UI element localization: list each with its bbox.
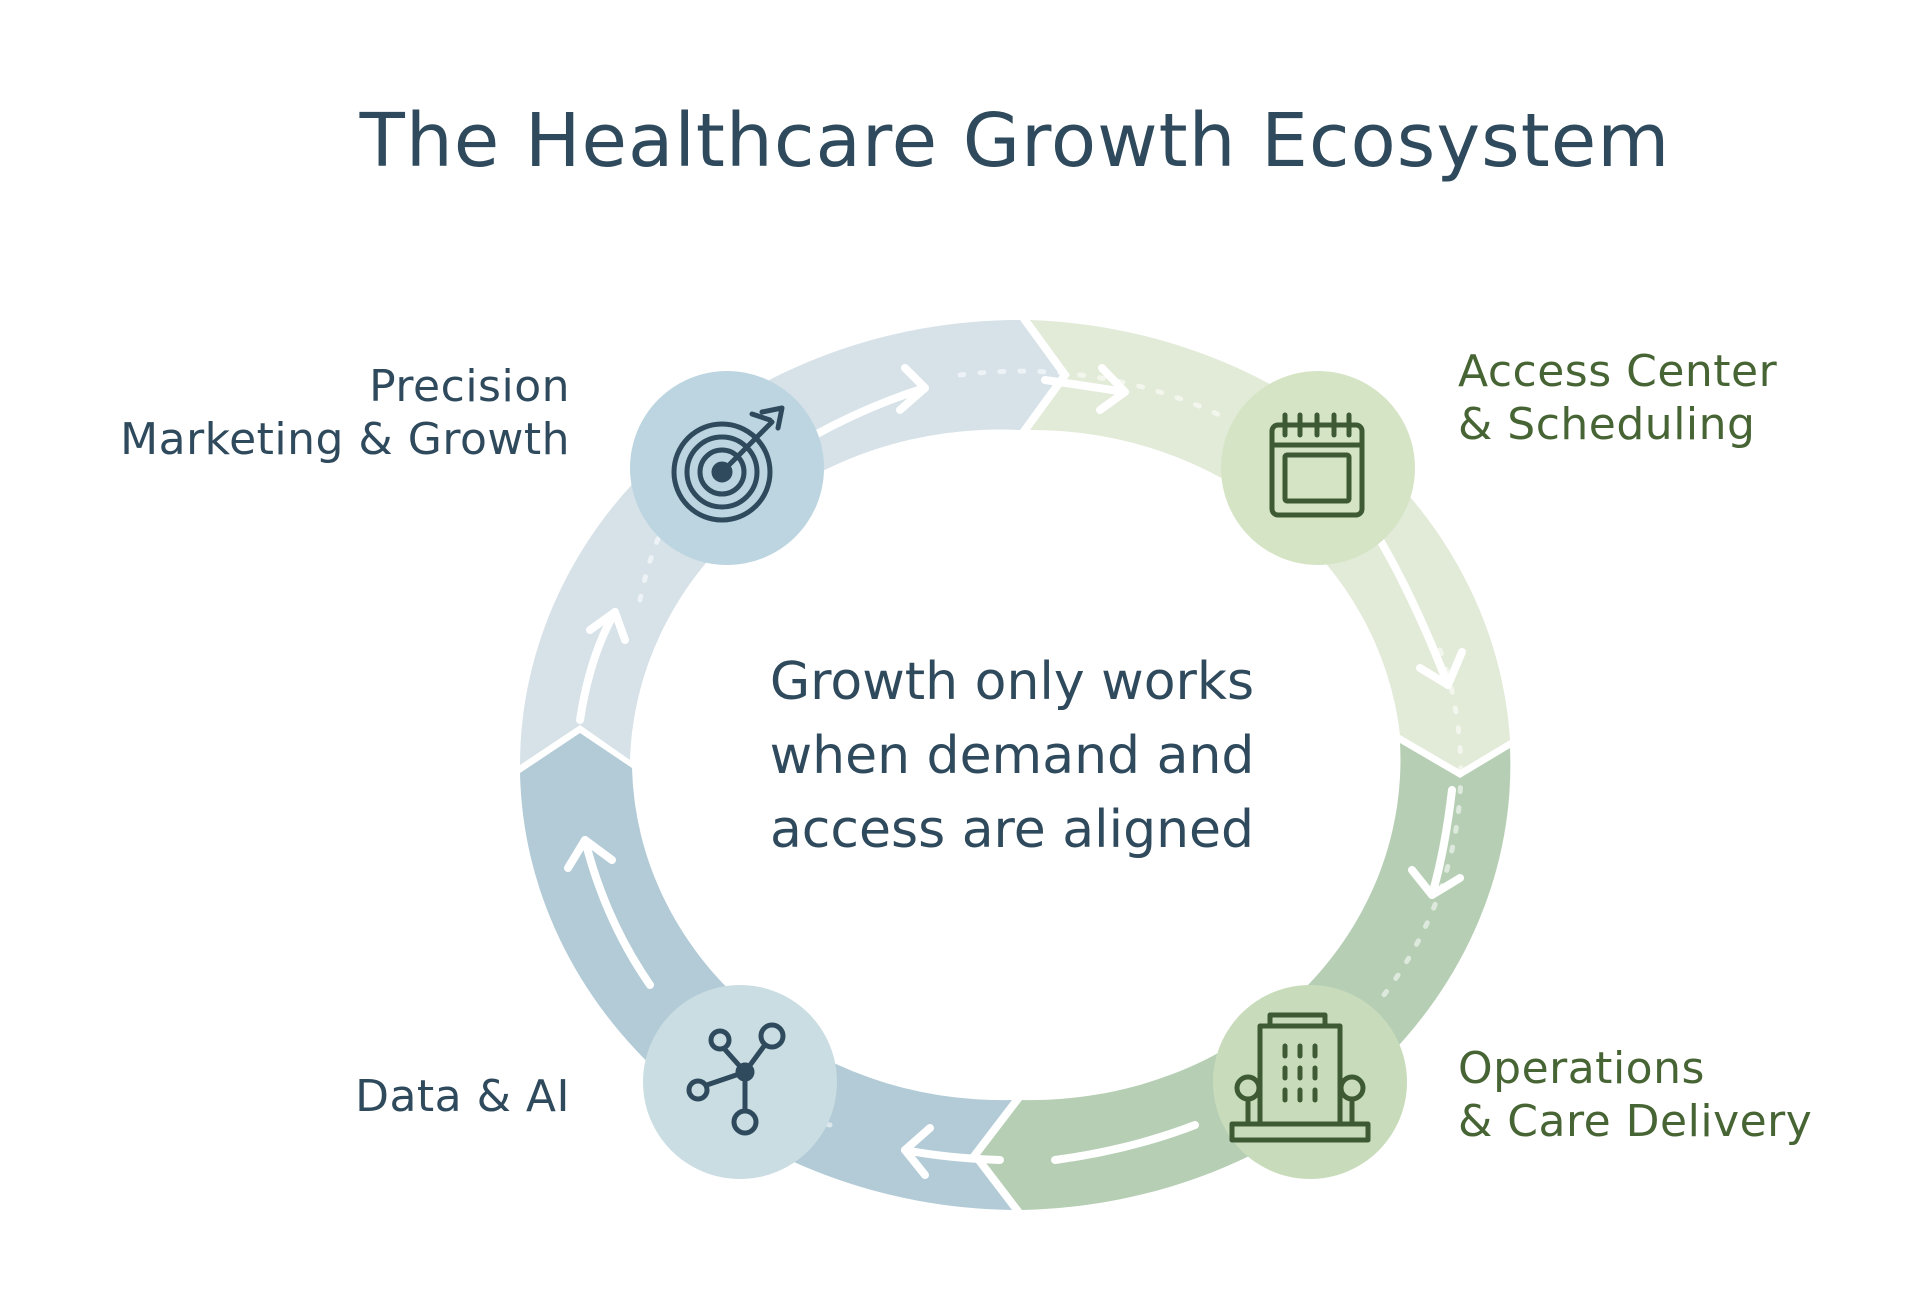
flow-arrow-left-upper	[576, 608, 619, 724]
flow-arrow-left-lower	[581, 836, 654, 989]
diagram-title: The Healthcare Growth Ecosystem	[359, 98, 1671, 184]
label-access-center: Access Center & Scheduling	[1458, 346, 1778, 450]
target-icon	[671, 405, 785, 523]
building-icon	[1229, 1012, 1371, 1143]
ring-segment-top-left	[520, 320, 1060, 765]
flow-arrow-right-upper	[1376, 536, 1452, 689]
ring-segment-bottom-left	[520, 733, 1012, 1210]
flow-arrow-top-right	[1041, 376, 1129, 396]
label-operations: Operations & Care Delivery	[1458, 1043, 1813, 1147]
label-precision-marketing: Precision Marketing & Growth	[120, 361, 570, 465]
flow-arrow-bottom-left	[901, 1146, 1004, 1164]
calendar-icon	[1269, 412, 1365, 518]
flow-arrow-bottom	[1051, 1121, 1199, 1164]
flow-arrow-right-lower	[1428, 786, 1456, 899]
ring-segment-bottom-right	[980, 743, 1511, 1210]
node-circle-access-center	[1221, 371, 1415, 565]
center-message: Growth only works when demand and access…	[769, 652, 1255, 860]
node-circle-data-ai	[643, 985, 837, 1179]
ring-segment-top-right	[1030, 320, 1510, 770]
label-data-ai: Data & AI	[355, 1071, 570, 1122]
flow-arrow-top-left	[811, 384, 929, 439]
network-icon	[686, 1022, 786, 1136]
